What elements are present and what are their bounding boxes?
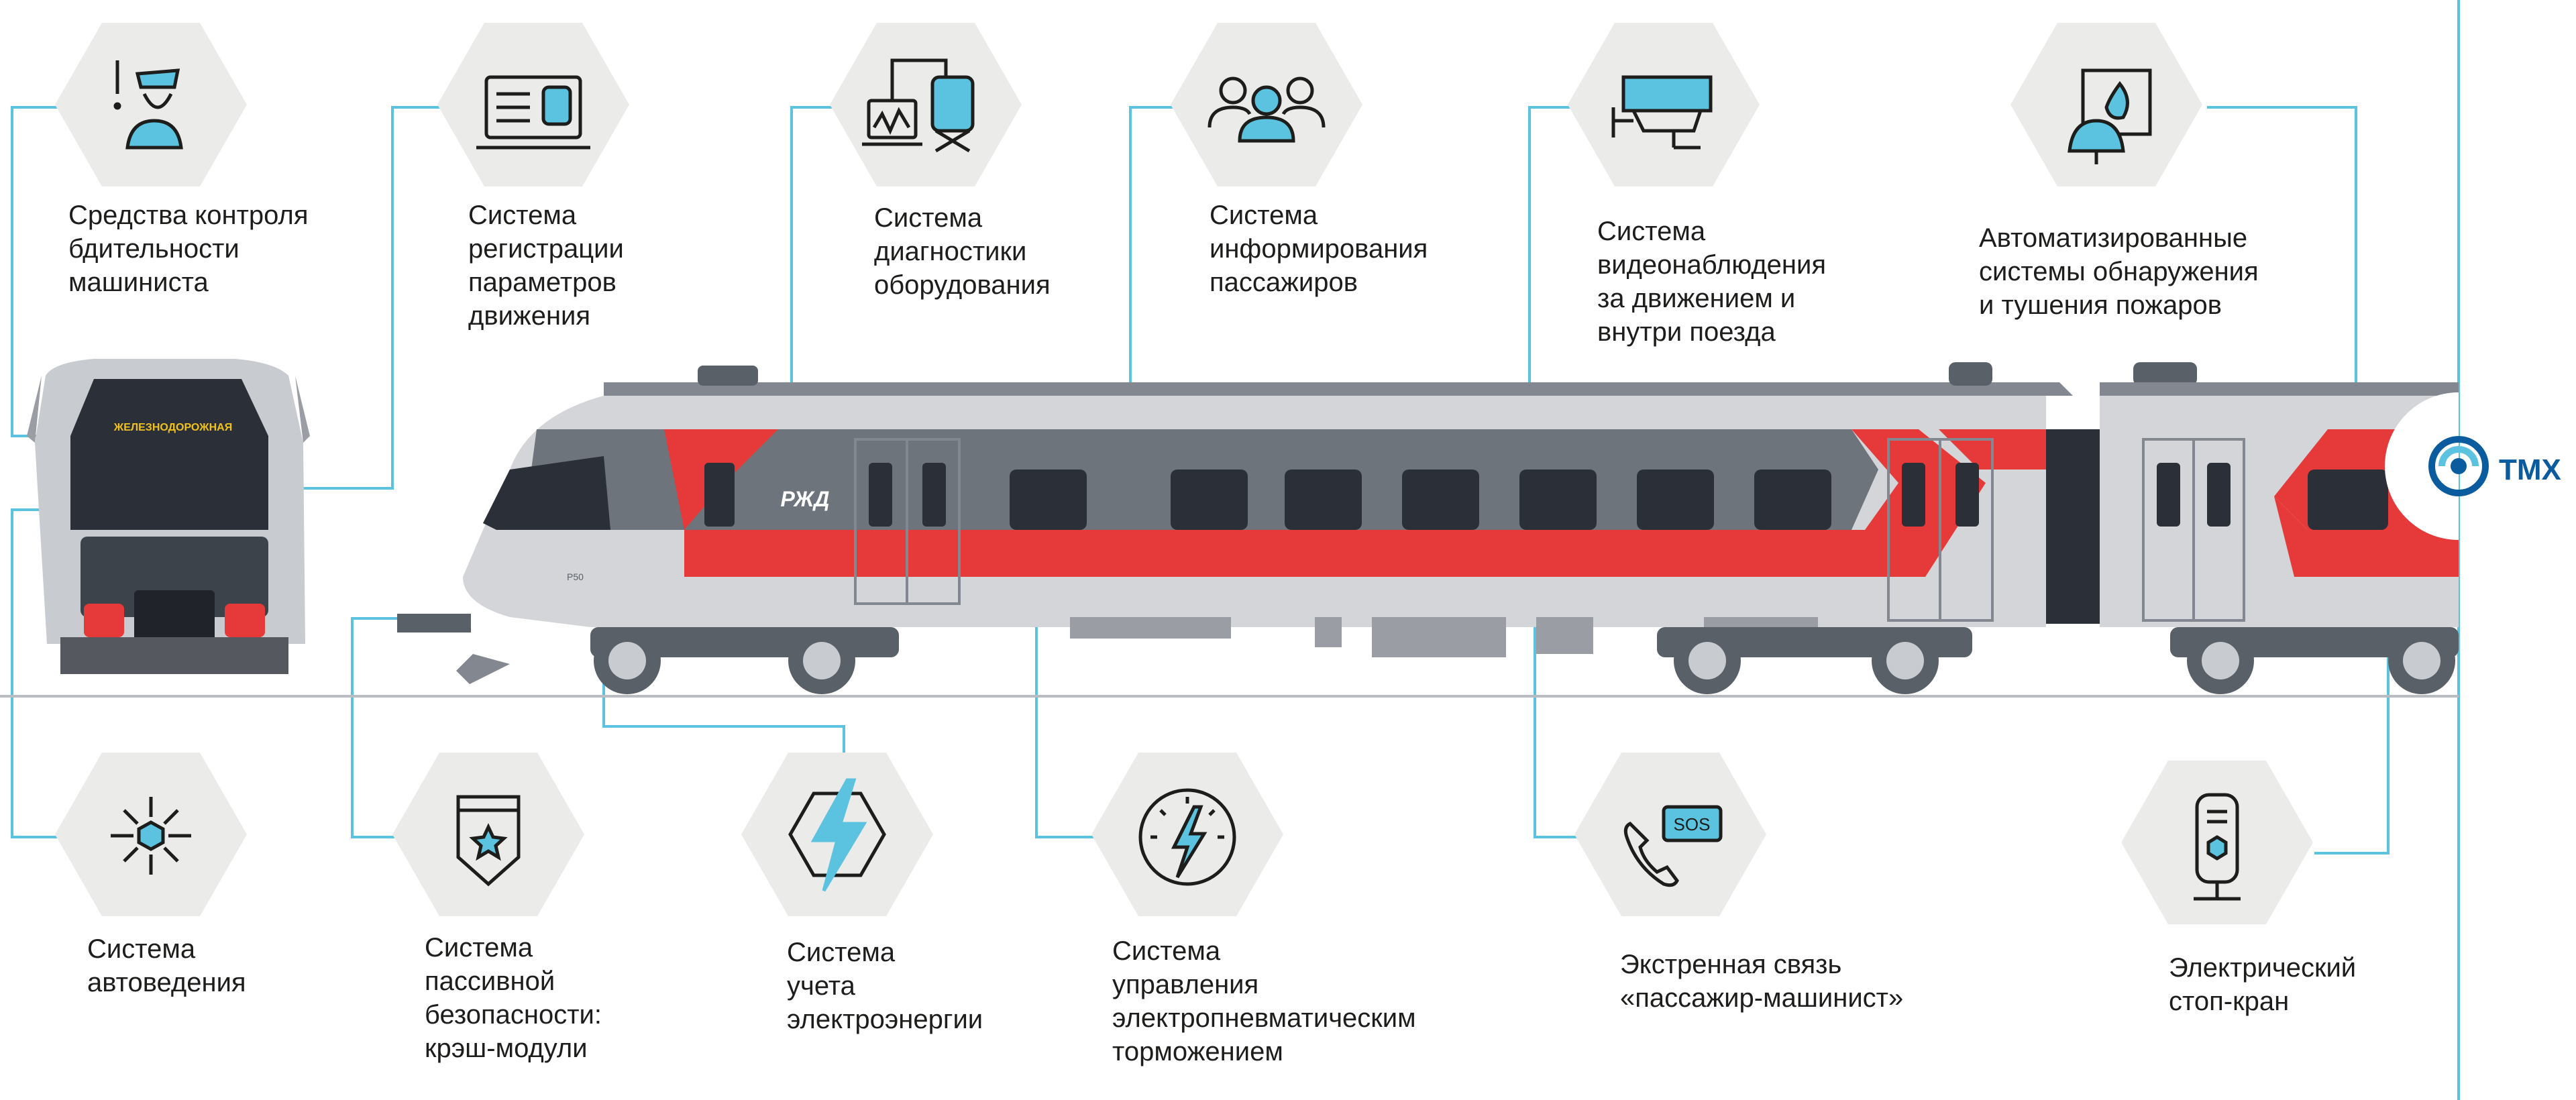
train-front-view: ЖЕЛЕЗНОДОРОЖНАЯ РЖД	[27, 359, 310, 674]
label-passive-safety: Система пассивной безопасности: крэш-мод…	[425, 933, 602, 1063]
sos-phone-icon: SOS	[1623, 805, 1723, 887]
label-sos: Экстренная связь «пассажир-машинист»	[1620, 950, 1904, 1013]
hex-braking	[1090, 750, 1285, 919]
hex-passive-safety	[391, 750, 586, 919]
train-side-view: РЖД Р50	[397, 362, 2459, 694]
connector-sos	[1534, 607, 1583, 838]
connector-passive-safety	[351, 617, 406, 838]
hex-autopilot	[54, 750, 248, 919]
unit-number: Р50	[567, 571, 584, 582]
label-stop-crane: Электрический стоп-кран	[2169, 953, 2357, 1016]
svg-text:SOS: SOS	[1674, 814, 1711, 834]
label-video: Система видеонаблюдения за движением и в…	[1597, 217, 1827, 347]
hex-sos: SOS	[1573, 750, 1768, 919]
driver-cap-icon	[113, 60, 183, 150]
connector-video	[1528, 106, 1580, 473]
label-vigilance: Средства контроля бдительности машиниста	[68, 201, 309, 297]
hex-registration	[436, 20, 631, 189]
label-fire: Автоматизированные системы обнаружения и…	[1979, 223, 2259, 320]
stop-crane-icon	[2194, 793, 2241, 901]
diagnostics-icon	[862, 58, 975, 153]
connector-registration	[228, 106, 443, 490]
side-logo: РЖД	[781, 487, 830, 511]
label-registration: Система регистрации параметров движения	[468, 201, 624, 331]
lightning-hex-icon	[788, 778, 886, 892]
connector-passenger-info	[1129, 106, 1177, 473]
bogie-wheels	[590, 627, 2459, 694]
hex-energy	[740, 750, 934, 919]
people-group-icon	[1208, 76, 1326, 143]
label-energy: Система учета электроэнергии	[787, 938, 983, 1034]
label-braking: Система управления электропневматическим…	[1112, 936, 1416, 1066]
connector-braking	[1035, 607, 1100, 838]
hex-vigilance	[54, 20, 248, 189]
hex-fire	[2009, 20, 2204, 189]
label-passenger-info: Система информирования пассажиров	[1210, 201, 1428, 297]
brand-name: TMX	[2499, 453, 2561, 486]
tmx-logo	[2428, 436, 2489, 496]
label-diagnostics: Система диагностики оборудования	[874, 203, 1051, 300]
connector-fire	[2207, 106, 2357, 406]
hex-passenger-info	[1169, 20, 1364, 189]
monitor-train-icon	[476, 75, 590, 150]
label-autopilot: Система автоведения	[87, 934, 246, 997]
gauge-lightning-icon	[1138, 788, 1236, 886]
cctv-camera-icon	[1611, 75, 1713, 150]
connector-autopilot	[11, 508, 64, 838]
shield-icon	[456, 795, 521, 887]
hex-diagnostics	[828, 20, 1023, 189]
autopilot-icon	[111, 797, 191, 875]
hex-stop-crane	[2120, 758, 2314, 927]
fire-alarm-icon	[2068, 68, 2152, 164]
hex-video	[1566, 20, 1761, 189]
destination-board: ЖЕЛЕЗНОДОРОЖНАЯ	[113, 422, 232, 433]
